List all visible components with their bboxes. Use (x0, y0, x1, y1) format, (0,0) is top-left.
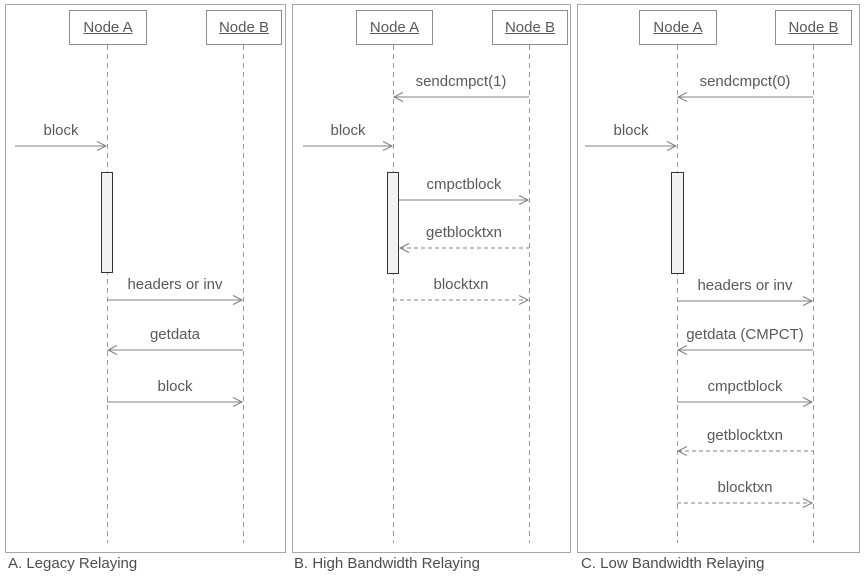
actor-box-node-a: Node A (639, 10, 717, 45)
lifeline-node-b (243, 45, 244, 543)
actor-box-node-b: Node B (492, 10, 568, 45)
message-arrow-getdata-cmpct (676, 345, 813, 355)
message-label-getblocktxn: getblocktxn (426, 224, 502, 241)
message-label-sendcmpct-0: sendcmpct(0) (699, 73, 791, 90)
actor-box-node-b: Node B (206, 10, 282, 45)
message-arrow-block (585, 141, 678, 151)
activation-bar-node-a (671, 172, 684, 274)
actor-label: Node A (83, 19, 133, 36)
message-arrow-block (303, 141, 394, 151)
lifeline-node-a (677, 45, 678, 543)
message-label-cmpctblock: cmpctblock (426, 176, 502, 193)
message-label-block: block (43, 122, 79, 139)
activation-bar-node-a (101, 172, 113, 273)
lifeline-node-b (529, 45, 530, 543)
actor-box-node-a: Node A (356, 10, 433, 45)
message-arrow-getblocktxn (398, 243, 529, 253)
message-label-block: block (157, 378, 193, 395)
panel-caption-B: B. High Bandwidth Relaying (294, 555, 480, 572)
message-arrow-headers-or-inv (107, 295, 244, 305)
message-label-getblocktxn: getblocktxn (707, 427, 783, 444)
panel-C-frame (577, 4, 860, 553)
message-arrow-cmpctblock (677, 397, 814, 407)
message-label-sendcmpct-1: sendcmpct(1) (415, 73, 507, 90)
message-arrow-block (107, 397, 244, 407)
message-label-blocktxn: blocktxn (717, 479, 773, 496)
message-label-headers-or-inv: headers or inv (127, 276, 223, 293)
message-label-cmpctblock: cmpctblock (707, 378, 783, 395)
message-label-blocktxn: blocktxn (433, 276, 489, 293)
actor-box-node-a: Node A (69, 10, 147, 45)
message-label-getdata: getdata (149, 326, 201, 343)
lifeline-node-a (393, 45, 394, 543)
actor-label: Node B (788, 19, 839, 36)
actor-label: Node B (504, 19, 556, 36)
message-arrow-blocktxn (393, 295, 530, 305)
lifeline-node-a (107, 45, 108, 543)
actor-label: Node A (653, 19, 703, 36)
actor-box-node-b: Node B (775, 10, 852, 45)
message-label-block: block (613, 122, 649, 139)
message-arrow-cmpctblock (399, 195, 530, 205)
message-arrow-getblocktxn (676, 446, 813, 456)
message-label-block: block (330, 122, 366, 139)
panel-caption-A: A. Legacy Relaying (8, 555, 138, 572)
lifeline-node-b (813, 45, 814, 543)
panel-caption-C: C. Low Bandwidth Relaying (581, 555, 765, 572)
message-arrow-sendcmpct-1 (392, 92, 529, 102)
activation-bar-node-a (387, 172, 399, 274)
actor-label: Node A (369, 19, 420, 36)
panel-A-frame (5, 4, 286, 553)
actor-label: Node B (218, 19, 270, 36)
message-arrow-sendcmpct-0 (676, 92, 813, 102)
message-label-getdata-cmpct: getdata (CMPCT) (686, 326, 804, 343)
panel-B-frame (292, 4, 571, 553)
message-arrow-blocktxn (677, 498, 814, 508)
message-arrow-getdata (106, 345, 243, 355)
message-label-headers-or-inv: headers or inv (697, 277, 793, 294)
message-arrow-block (15, 141, 108, 151)
message-arrow-headers-or-inv (677, 296, 814, 306)
